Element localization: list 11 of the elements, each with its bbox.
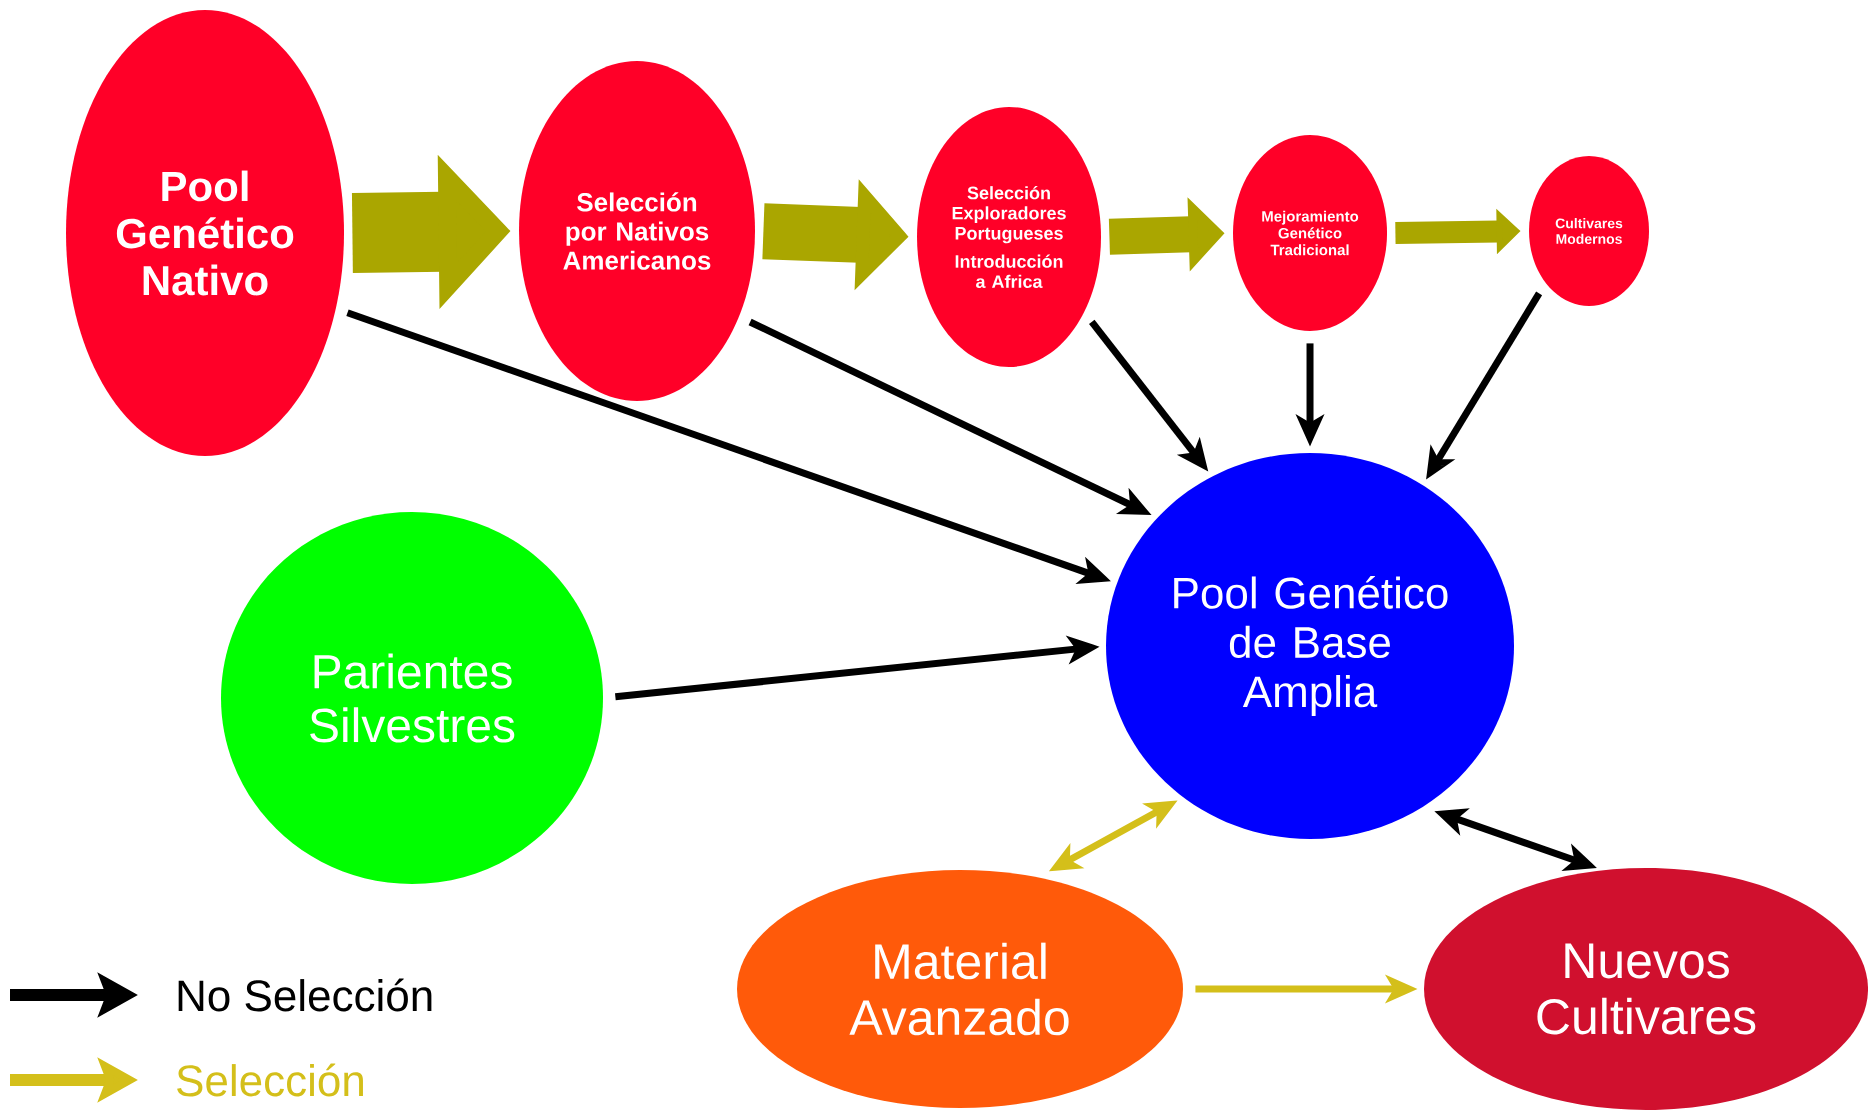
ellipse-node: Selección Exploradores Portugueses Introducción a Africa (917, 107, 1101, 367)
legend-label: Selección (177, 1063, 363, 1097)
ellipse-node: Pool Genético Nativo (66, 10, 344, 456)
circle-node: Pool Genético de Base Amplia (1106, 453, 1514, 839)
ellipse-node: Mejoramiento Genético Tradicional (1233, 135, 1387, 331)
legend-label: No Selección (178, 978, 432, 1012)
ellipse-node: Material Avanzado (737, 870, 1183, 1108)
circle-node: Parientes Silvestres (221, 512, 603, 884)
ellipse-node: Cultivares Modernos (1529, 156, 1649, 306)
ellipse-node: Selección por Nativos Americanos (519, 61, 755, 401)
ellipse-node: Nuevos Cultivares (1424, 868, 1868, 1110)
